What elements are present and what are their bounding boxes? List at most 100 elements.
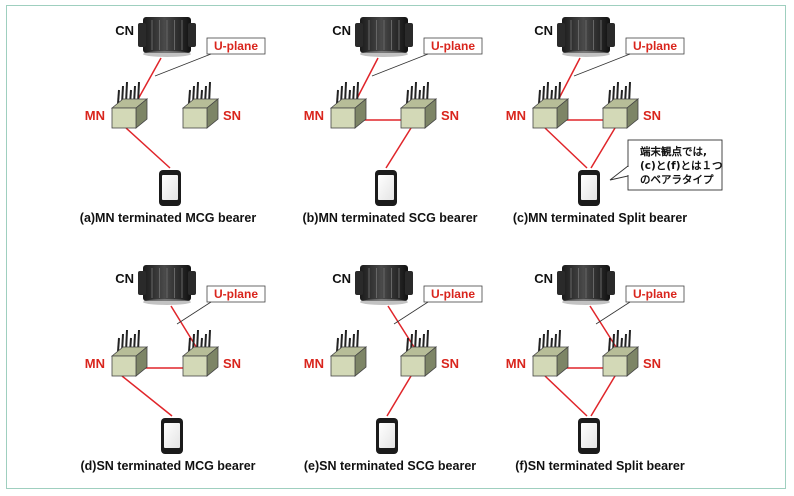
cn-label: CN [115, 271, 134, 286]
mn-label: MN [506, 356, 526, 371]
phone-screen [581, 175, 597, 200]
antenna-icon [188, 89, 191, 105]
uplane-callout-box [423, 37, 483, 55]
cn-side-right [188, 271, 196, 295]
ue-phone-icon [161, 418, 183, 454]
uplane-callout-pointer [176, 301, 212, 325]
sn-label: SN [643, 356, 661, 371]
link-mn-ue [121, 375, 173, 417]
cn-shadow [562, 299, 610, 305]
box-front [400, 107, 426, 129]
sn-label: SN [223, 108, 241, 123]
uplane-label: U-plane [431, 39, 475, 53]
panel-caption: (c)MN terminated Split bearer [513, 211, 687, 225]
cn-label: CN [332, 271, 351, 286]
mn-label: MN [304, 108, 324, 123]
sn-label: SN [223, 356, 241, 371]
sn-base-station [181, 81, 220, 129]
link-sn-ue [386, 375, 412, 417]
uplane-label: U-plane [214, 39, 258, 53]
cn-shadow [143, 299, 191, 305]
phone-screen [378, 175, 394, 200]
cn-side-left [355, 23, 363, 47]
sn-base-station [399, 329, 438, 377]
uplane-callout-pointer [573, 53, 631, 77]
panel-caption: (a)MN terminated MCG bearer [80, 211, 257, 225]
cn-side-left [557, 271, 565, 295]
antenna-icon [117, 337, 120, 353]
core-network-server [355, 265, 413, 305]
mn-base-station [531, 81, 570, 129]
cn-side-right [188, 23, 196, 47]
link-sn-ue [590, 375, 616, 417]
ue-phone-icon [376, 418, 398, 454]
uplane-label: U-plane [214, 287, 258, 301]
uplane-callout-box [625, 285, 685, 303]
ue-phone-icon [578, 418, 600, 454]
mn-base-station [329, 329, 368, 377]
note-pointer [609, 165, 629, 181]
phone-screen [379, 423, 395, 448]
uplane-callout-box [206, 285, 266, 303]
sn-base-station [181, 329, 220, 377]
phone-screen [581, 423, 597, 448]
antenna-icon [117, 89, 120, 105]
link-mn-ue [544, 375, 588, 417]
cn-shadow [360, 51, 408, 57]
box-front [182, 355, 208, 377]
box-front [111, 107, 137, 129]
panel-caption: (b)MN terminated SCG bearer [302, 211, 477, 225]
antenna-icon [336, 337, 339, 353]
sn-label: SN [441, 356, 459, 371]
panel-caption: (e)SN terminated SCG bearer [304, 459, 476, 473]
core-network-server [138, 17, 196, 57]
note-line: 端末観点では, [640, 145, 707, 158]
link-sn-ue [590, 127, 616, 169]
antenna-icon [188, 337, 191, 353]
cn-side-right [405, 271, 413, 295]
uplane-callout-box [423, 285, 483, 303]
box-front [400, 355, 426, 377]
cn-side-right [607, 271, 615, 295]
antenna-icon [608, 337, 611, 353]
cn-label: CN [534, 271, 553, 286]
figure-frame [6, 5, 786, 489]
mn-base-station [531, 329, 570, 377]
sn-base-station [399, 81, 438, 129]
box-front [330, 355, 356, 377]
cn-shadow [562, 51, 610, 57]
mn-base-station [110, 329, 149, 377]
cn-shadow [360, 299, 408, 305]
uplane-callout-pointer [595, 301, 631, 325]
phone-screen [162, 175, 178, 200]
antenna-icon [406, 89, 409, 105]
sn-base-station [601, 81, 640, 129]
mn-label: MN [85, 108, 105, 123]
box-front [532, 107, 558, 129]
antenna-icon [608, 89, 611, 105]
uplane-callout-pointer [371, 53, 429, 77]
box-front [330, 107, 356, 129]
phone-screen [164, 423, 180, 448]
box-front [602, 107, 628, 129]
core-network-server [557, 265, 615, 305]
uplane-callout-box [625, 37, 685, 55]
ue-phone-icon [375, 170, 397, 206]
box-front [532, 355, 558, 377]
cn-shadow [143, 51, 191, 57]
antenna-icon [538, 89, 541, 105]
uplane-label: U-plane [633, 39, 677, 53]
mn-label: MN [506, 108, 526, 123]
core-network-server [355, 17, 413, 57]
ue-phone-icon [578, 170, 600, 206]
uplane-label: U-plane [633, 287, 677, 301]
core-network-server [138, 265, 196, 305]
cn-label: CN [332, 23, 351, 38]
box-front [182, 107, 208, 129]
